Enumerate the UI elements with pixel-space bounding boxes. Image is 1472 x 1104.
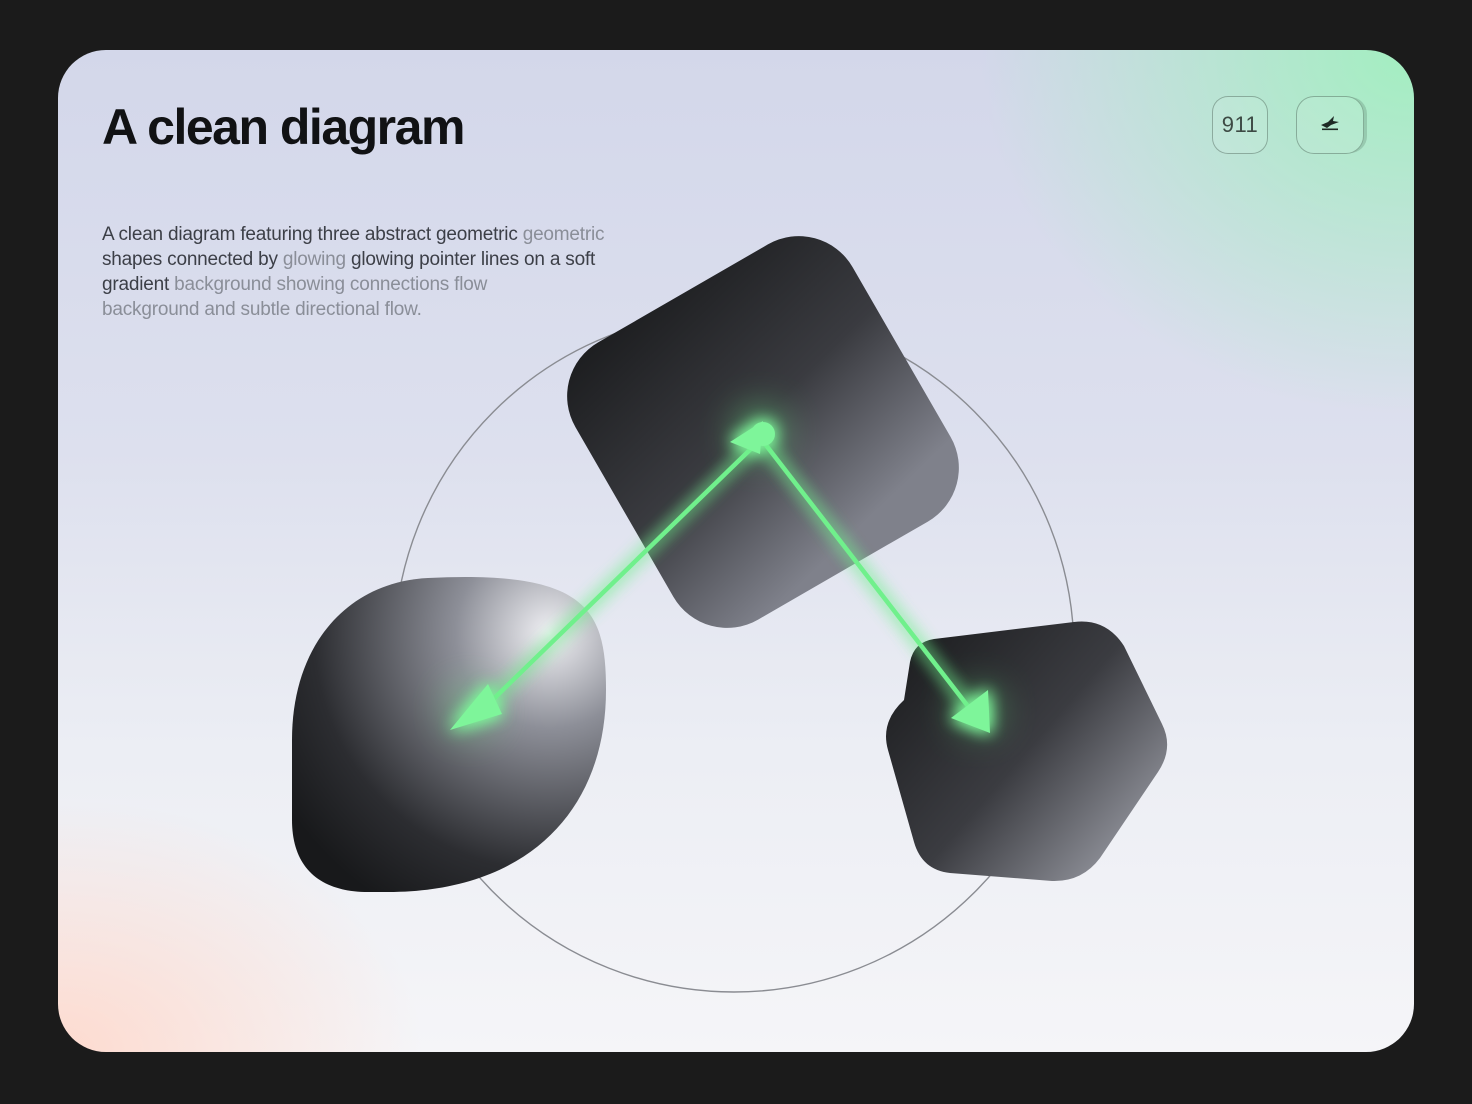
pointer-line-left	[475, 439, 761, 717]
pointer-arrowhead-up	[730, 421, 763, 454]
diagram-canvas	[292, 236, 1168, 993]
count-badge[interactable]: 911	[1212, 96, 1268, 154]
pointer-arrowhead-right	[951, 690, 990, 733]
description-line-2: shapes connected by glowing glowing poin…	[102, 249, 596, 270]
pentagon-node	[886, 621, 1168, 882]
description-line-4: background and subtle directional flow.	[102, 299, 422, 320]
diagram-description: A clean diagram featuring three abstract…	[102, 222, 662, 322]
rounded-blob-node	[292, 576, 606, 892]
diagram-card: A clean diagram A clean diagram featurin…	[58, 50, 1414, 1052]
description-line-3: gradient background showing connections …	[102, 274, 488, 295]
pointer-arrowhead-left	[450, 684, 502, 730]
description-line-1: A clean diagram featuring three abstract…	[102, 224, 605, 245]
pointer-line-right	[759, 437, 977, 717]
page-title: A clean diagram	[102, 99, 465, 155]
bird-icon-button[interactable]	[1296, 96, 1364, 154]
count-badge-label: 911	[1221, 112, 1259, 137]
bird-icon	[1318, 113, 1342, 138]
